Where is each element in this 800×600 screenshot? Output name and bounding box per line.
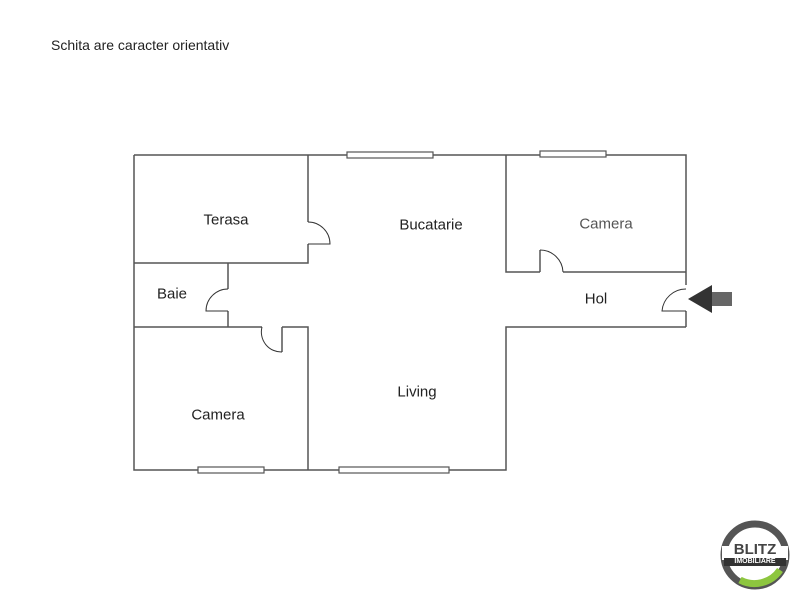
door-camera-1 (539, 249, 564, 273)
room-label-baie: Baie (156, 285, 188, 303)
room-label-terasa: Terasa (203, 211, 249, 229)
door-entrance (661, 288, 687, 312)
room-label-hol: Hol (584, 290, 608, 308)
room-label-camera-2: Camera (191, 406, 245, 424)
wall-outer (133, 155, 686, 471)
entrance-arrow-icon (688, 285, 732, 313)
wall-top (134, 154, 687, 272)
window-bucatarie (346, 151, 434, 159)
window-living (338, 466, 450, 474)
logo-subtext: IMOBILIARE (734, 558, 776, 565)
window-camera-1 (539, 150, 607, 158)
room-label-camera-1: Camera (579, 215, 633, 233)
logo-text: BLITZ (733, 541, 777, 558)
room-label-bucatarie: Bucatarie (399, 216, 463, 234)
disclaimer-note: Schita are caracter orientativ (51, 37, 230, 53)
door-baie (205, 288, 229, 312)
blitz-logo: BLITZ IMOBILIARE (720, 520, 790, 590)
window-camera-2 (197, 466, 265, 474)
door-terasa (307, 221, 331, 245)
door-camera-2 (260, 326, 283, 353)
room-label-living: Living (397, 383, 437, 401)
